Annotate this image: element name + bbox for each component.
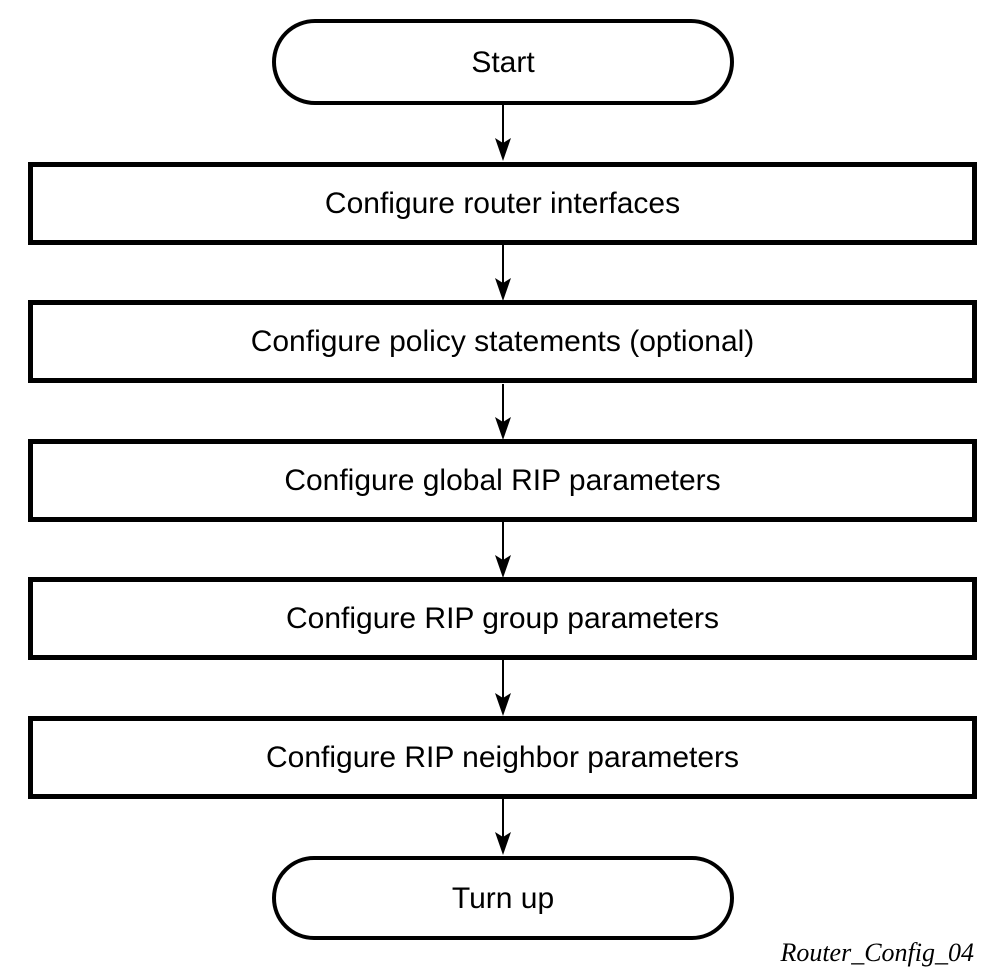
terminator-turn-up: Turn up bbox=[272, 856, 734, 940]
process-configure-policy-statements: Configure policy statements (optional) bbox=[28, 300, 977, 383]
figure-caption: Router_Config_04 bbox=[780, 938, 974, 967]
process-configure-global-rip-parameters: Configure global RIP parameters bbox=[28, 439, 977, 522]
terminator-start: Start bbox=[272, 19, 734, 105]
arrow-down-icon bbox=[495, 384, 511, 440]
process-configure-rip-neighbor-parameters: Configure RIP neighbor parameters bbox=[28, 716, 977, 799]
terminator-turn-up-label: Turn up bbox=[451, 881, 555, 915]
process-label: Configure RIP group parameters bbox=[285, 602, 719, 635]
process-label: Configure router interfaces bbox=[324, 187, 681, 220]
arrow-down-icon bbox=[495, 522, 511, 578]
process-label: Configure policy statements (optional) bbox=[250, 325, 755, 358]
process-label: Configure RIP neighbor parameters bbox=[265, 741, 740, 774]
arrow-down-icon bbox=[495, 105, 511, 161]
process-configure-router-interfaces: Configure router interfaces bbox=[28, 162, 977, 245]
terminator-start-label: Start bbox=[471, 45, 535, 79]
arrow-down-icon bbox=[495, 660, 511, 716]
process-configure-rip-group-parameters: Configure RIP group parameters bbox=[28, 577, 977, 660]
arrow-down-icon bbox=[495, 799, 511, 855]
arrow-down-icon bbox=[495, 245, 511, 301]
process-label: Configure global RIP parameters bbox=[284, 464, 721, 497]
